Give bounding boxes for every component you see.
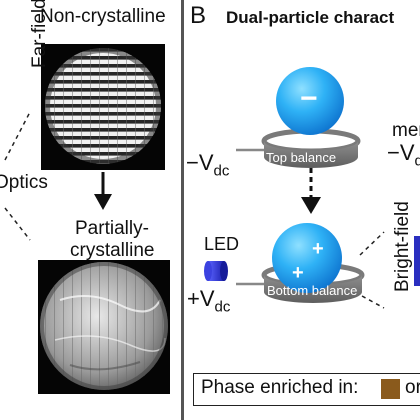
cropped-side-voltage: −Vd	[387, 140, 420, 170]
cropped-side-text: mer	[392, 120, 420, 141]
led-icon	[204, 261, 228, 281]
bottom-particle-sign-1: +	[312, 238, 324, 260]
top-balance-label: Top balance	[266, 150, 337, 165]
optics-dashed-line-bottom	[4, 207, 31, 241]
bottom-voltage-label: +Vdc	[187, 286, 231, 316]
partially-crystalline-label-line2: crystalline	[70, 240, 155, 261]
panel-b-title: Dual-particle charact	[226, 8, 395, 27]
bottom-balance-label: Bottom balance	[267, 283, 358, 298]
partially-crystalline-label-line1: Partially-	[75, 218, 149, 239]
panel-divider	[181, 0, 184, 420]
bright-field-image-edge	[414, 236, 420, 286]
optics-label: Optics	[0, 172, 48, 193]
panel-b-letter: B	[190, 2, 207, 29]
bottom-particle	[272, 223, 342, 293]
optics-dashed-line-top	[4, 111, 31, 161]
phase-legend-box	[193, 373, 420, 406]
top-voltage-label: −Vdc	[186, 150, 230, 180]
top-particle	[276, 67, 344, 135]
bright-field-dashed-line-top	[359, 231, 385, 256]
down-arrow-icon	[94, 172, 112, 210]
phase-legend-swatch	[381, 379, 400, 399]
non-crystalline-label: Non-crystalline	[40, 6, 166, 27]
phase-legend-or: or	[405, 377, 420, 398]
bright-field-label: Bright-field	[392, 201, 413, 292]
dashed-down-arrow-icon	[301, 168, 321, 214]
bottom-particle-sign-2: +	[292, 262, 304, 284]
partially-crystalline-image	[38, 260, 170, 394]
top-particle-sign: −	[300, 82, 318, 115]
bright-field-dashed-line-bottom	[361, 295, 385, 309]
non-crystalline-image	[41, 44, 165, 170]
led-label: LED	[204, 234, 240, 254]
far-field-label: Far-field	[29, 0, 50, 68]
phase-legend-text: Phase enriched in:	[201, 377, 359, 398]
